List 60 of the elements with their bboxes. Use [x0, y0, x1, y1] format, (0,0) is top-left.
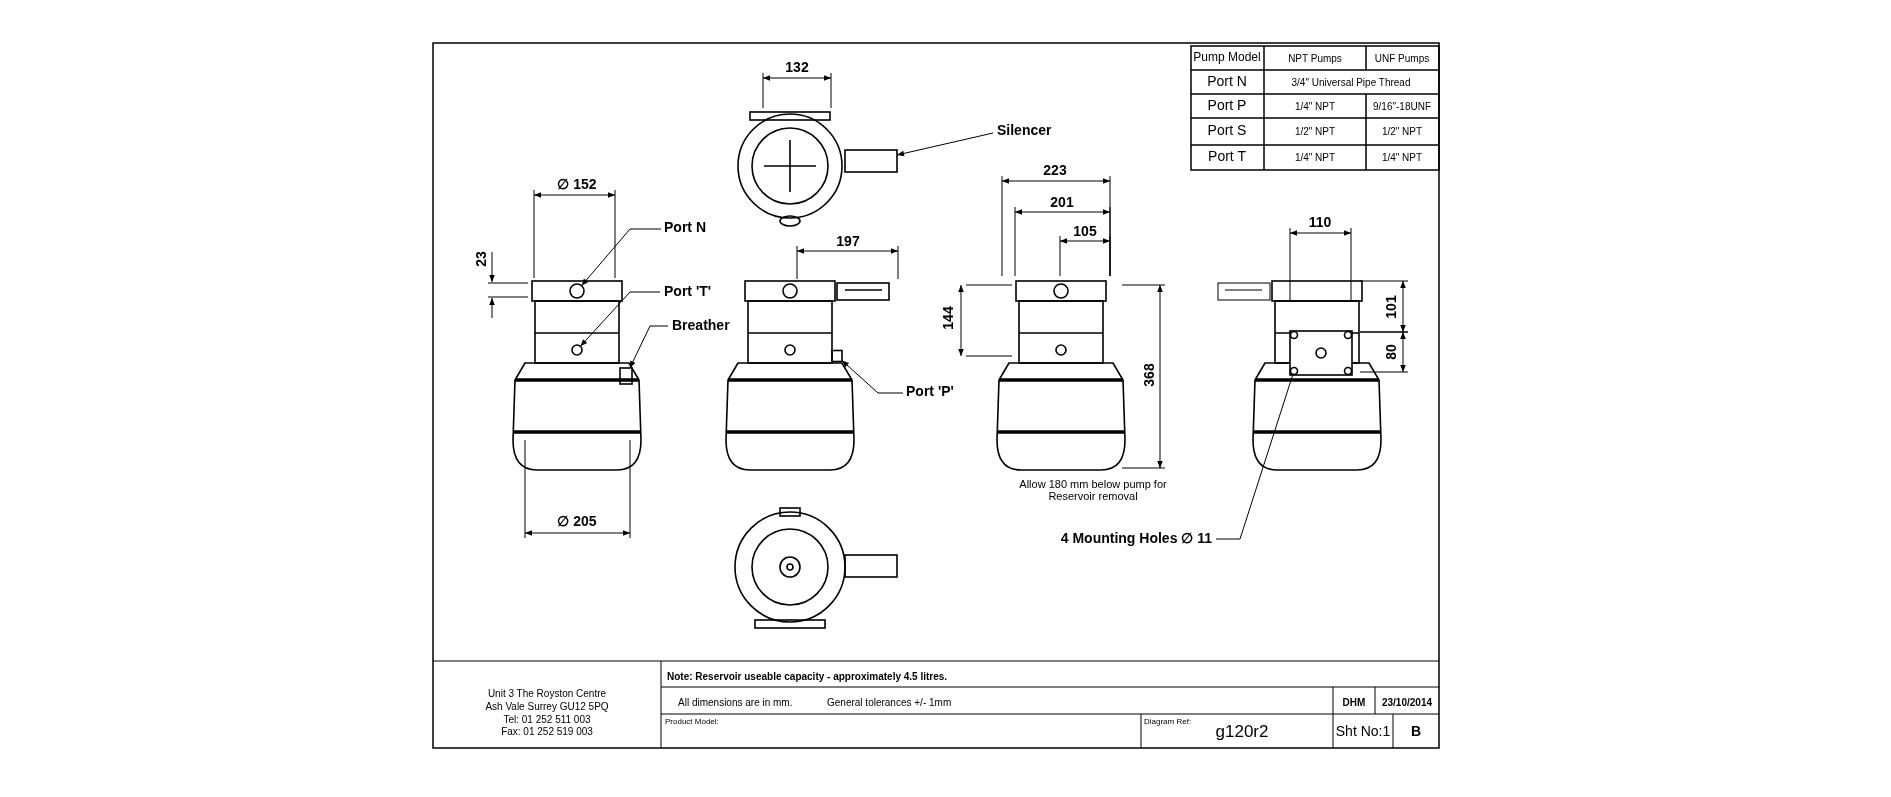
leader-line	[629, 325, 669, 369]
table-cell: Port P	[1207, 98, 1247, 114]
leader-line	[579, 291, 661, 347]
table-cell: 1/4" NPT	[1294, 100, 1336, 112]
port-hole	[569, 283, 585, 299]
dimension-value: 368	[1142, 363, 1158, 387]
table-cell: UNF Pumps	[1374, 52, 1430, 64]
table-cell: 1/2" NPT	[1294, 125, 1336, 137]
revision-letter: B	[1410, 724, 1422, 740]
address-text: Ash Vale Surrey GU12 5PQ	[485, 700, 609, 712]
address-text: Unit 3 The Royston Centre	[487, 687, 607, 699]
dimension-value: 197	[836, 234, 860, 250]
part-label: Silencer	[997, 123, 1052, 139]
table-cell: Pump Model	[1193, 51, 1261, 65]
dimension-value: 110	[1308, 215, 1332, 231]
part-label: Port N	[664, 220, 706, 236]
table-cell: 1/4" NPT	[1381, 151, 1423, 163]
fax-number: Fax: 01 252 519 003	[501, 725, 593, 737]
table-cell: 1/4" NPT	[1294, 151, 1336, 163]
diagram-reference: g120r2	[1215, 722, 1269, 742]
table-cell: NPT Pumps	[1288, 52, 1342, 64]
port-hole	[571, 344, 583, 356]
dimension-value: 23	[474, 251, 490, 267]
leader-line	[896, 132, 994, 157]
part-label: 4 Mounting Holes ∅ 11	[1060, 531, 1212, 547]
fitting-outline	[844, 149, 898, 173]
note-text: All dimensions are in mm.	[678, 696, 793, 708]
dimension-value: ∅ 152	[557, 177, 597, 193]
leader-line	[841, 360, 904, 394]
table-cell: Port T	[1208, 149, 1246, 165]
port-hole	[1289, 366, 1299, 376]
dimension-value: 201	[1050, 195, 1074, 211]
dimension-value: 101	[1384, 295, 1400, 319]
drawn-by-text: DHM	[1342, 696, 1366, 708]
part-label: Port 'T'	[664, 284, 712, 300]
note-text: Allow 180 mm below pump for Reservoir removal	[1018, 477, 1168, 503]
table-cell: 9/16"-18UNF	[1373, 100, 1431, 112]
dimension-value: 80	[1384, 344, 1400, 360]
dimension-value: 105	[1073, 224, 1097, 240]
field-caption: Product Model:	[665, 717, 719, 727]
note-text: General tolerances +/- 1mm	[827, 696, 952, 708]
sheet-number: Sht No:1	[1335, 724, 1391, 740]
date-text: 23/10/2014	[1381, 696, 1433, 708]
dimension-value: 132	[785, 60, 809, 76]
field-caption: Diagram Ref:	[1144, 717, 1192, 727]
leader-line	[581, 228, 662, 287]
fitting-outline	[619, 367, 633, 385]
fitting-outline	[831, 349, 843, 363]
dimension-value: 223	[1043, 163, 1067, 179]
note-text: Note: Reservoir useable capacity - approximately 4.5 litres.	[667, 670, 948, 682]
phone-number: Tel: 01 252 511 003	[503, 713, 591, 725]
table-cell: Port N	[1207, 74, 1247, 90]
dimension-value: ∅ 205	[557, 514, 597, 530]
leader-line	[1215, 373, 1294, 540]
dimension-value: 144	[941, 306, 957, 330]
table-cell: 1/2" NPT	[1381, 125, 1423, 137]
table-cell: 3/4" Universal Pipe Thread	[1291, 76, 1411, 88]
part-label: Breather	[672, 318, 730, 334]
table-cell: Port S	[1207, 123, 1247, 139]
part-label: Port 'P'	[906, 384, 954, 400]
